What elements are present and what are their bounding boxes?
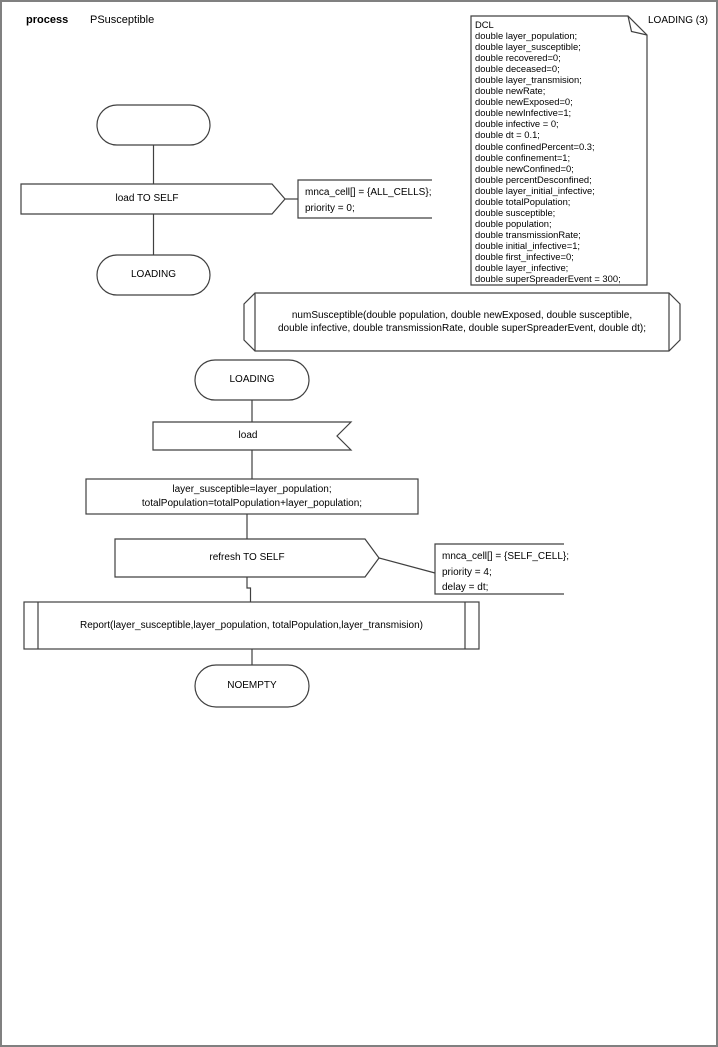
text-line: delay = dt;: [442, 582, 489, 594]
start-state-symbol[interactable]: [96, 104, 211, 146]
input-load-label: load: [238, 430, 258, 441]
input-symbol-load[interactable]: [152, 421, 353, 451]
text-line: double layer_initial_infective;: [475, 184, 595, 196]
text-line: double layer_susceptible;: [475, 41, 581, 53]
state-loading-2-label: LOADING: [229, 374, 275, 385]
task-assignments-text: layer_susceptible=layer_population; tota…: [86, 479, 418, 514]
text-line: double transmissionRate;: [475, 228, 581, 240]
procedure-decl-line: numSusceptible(double population, double…: [291, 310, 633, 321]
text-line: DCL: [475, 19, 494, 30]
task-symbol-assignments[interactable]: [85, 478, 419, 515]
output-refresh-label: refresh TO SELF: [209, 552, 285, 563]
connector-line: [246, 577, 252, 602]
task-line: totalPopulation=totalPopulation+layer_po…: [141, 497, 363, 509]
task-line: layer_susceptible=layer_population;: [172, 483, 332, 495]
comment-all-cells-text: mnca_cell[] = {ALL_CELLS}; priority = 0;: [305, 185, 431, 216]
text-line: double newExposed=0;: [475, 96, 573, 108]
text-line: double layer_population;: [475, 30, 578, 42]
comment-connector-line: [378, 557, 436, 574]
text-line: double newInfective=1;: [475, 107, 572, 119]
output-load-label: load TO SELF: [115, 193, 179, 204]
text-line: double susceptible;: [475, 206, 556, 218]
text-line: double deceased=0;: [475, 63, 560, 75]
text-line: double superSpreaderEvent = 300;: [475, 273, 621, 285]
comment-self-cell-text: mnca_cell[] = {SELF_CELL}; priority = 4; d…: [442, 549, 569, 596]
text-line: double initial_infective=1;: [475, 239, 581, 251]
output-symbol-refresh-to-self[interactable]: [114, 538, 380, 578]
text-line: double recovered=0;: [475, 52, 561, 64]
output-symbol-load-to-self[interactable]: [20, 183, 286, 215]
text-line: double first_infective=0;: [475, 250, 574, 262]
text-line: mnca_cell[] = {ALL_CELLS};: [305, 187, 432, 198]
text-line: double percentDesconfined;: [475, 173, 592, 185]
procedure-call-symbol-report[interactable]: [23, 601, 480, 650]
comment-symbol-all-cells[interactable]: [297, 179, 432, 219]
text-line: mnca_cell[] = {SELF_CELL};: [442, 551, 570, 562]
text-line: double dt = 0.1;: [475, 129, 540, 141]
state-symbol-loading-2[interactable]: [194, 359, 310, 401]
state-noempty-label: NOEMPTY: [227, 680, 277, 691]
state-loading-label: LOADING: [130, 269, 176, 280]
procedure-decl-line: double infective, double transmissionRat…: [277, 323, 646, 334]
process-name-label: PSusceptible: [90, 14, 155, 26]
text-line: double confinement=1;: [475, 151, 571, 163]
text-line: double layer_transmision;: [475, 74, 582, 86]
state-symbol-noempty[interactable]: [194, 664, 310, 708]
diagram-kind-label: process: [26, 14, 69, 26]
text-line: double newRate;: [475, 85, 546, 97]
text-line: double infective = 0;: [475, 118, 559, 130]
text-line: double newConfined=0;: [475, 162, 574, 174]
report-call-label: Report(layer_susceptible,layer_populatio…: [80, 619, 423, 631]
dcl-folded-corner: [627, 15, 648, 36]
text-line: double layer_infective;: [475, 262, 569, 274]
dcl-text-symbol[interactable]: [470, 15, 648, 286]
text-line: double population;: [475, 217, 552, 229]
text-line: priority = 4;: [442, 566, 492, 578]
comment-symbol-self-cell[interactable]: [434, 543, 564, 595]
text-line: priority = 0;: [305, 202, 355, 214]
procedure-declaration-text: numSusceptible(double population, double…: [244, 293, 680, 351]
text-line: double totalPopulation;: [475, 195, 571, 207]
dcl-corner-label: LOADING (3): [648, 15, 709, 26]
text-line: double confinedPercent=0.3;: [475, 140, 595, 152]
state-symbol-loading[interactable]: [96, 254, 211, 296]
